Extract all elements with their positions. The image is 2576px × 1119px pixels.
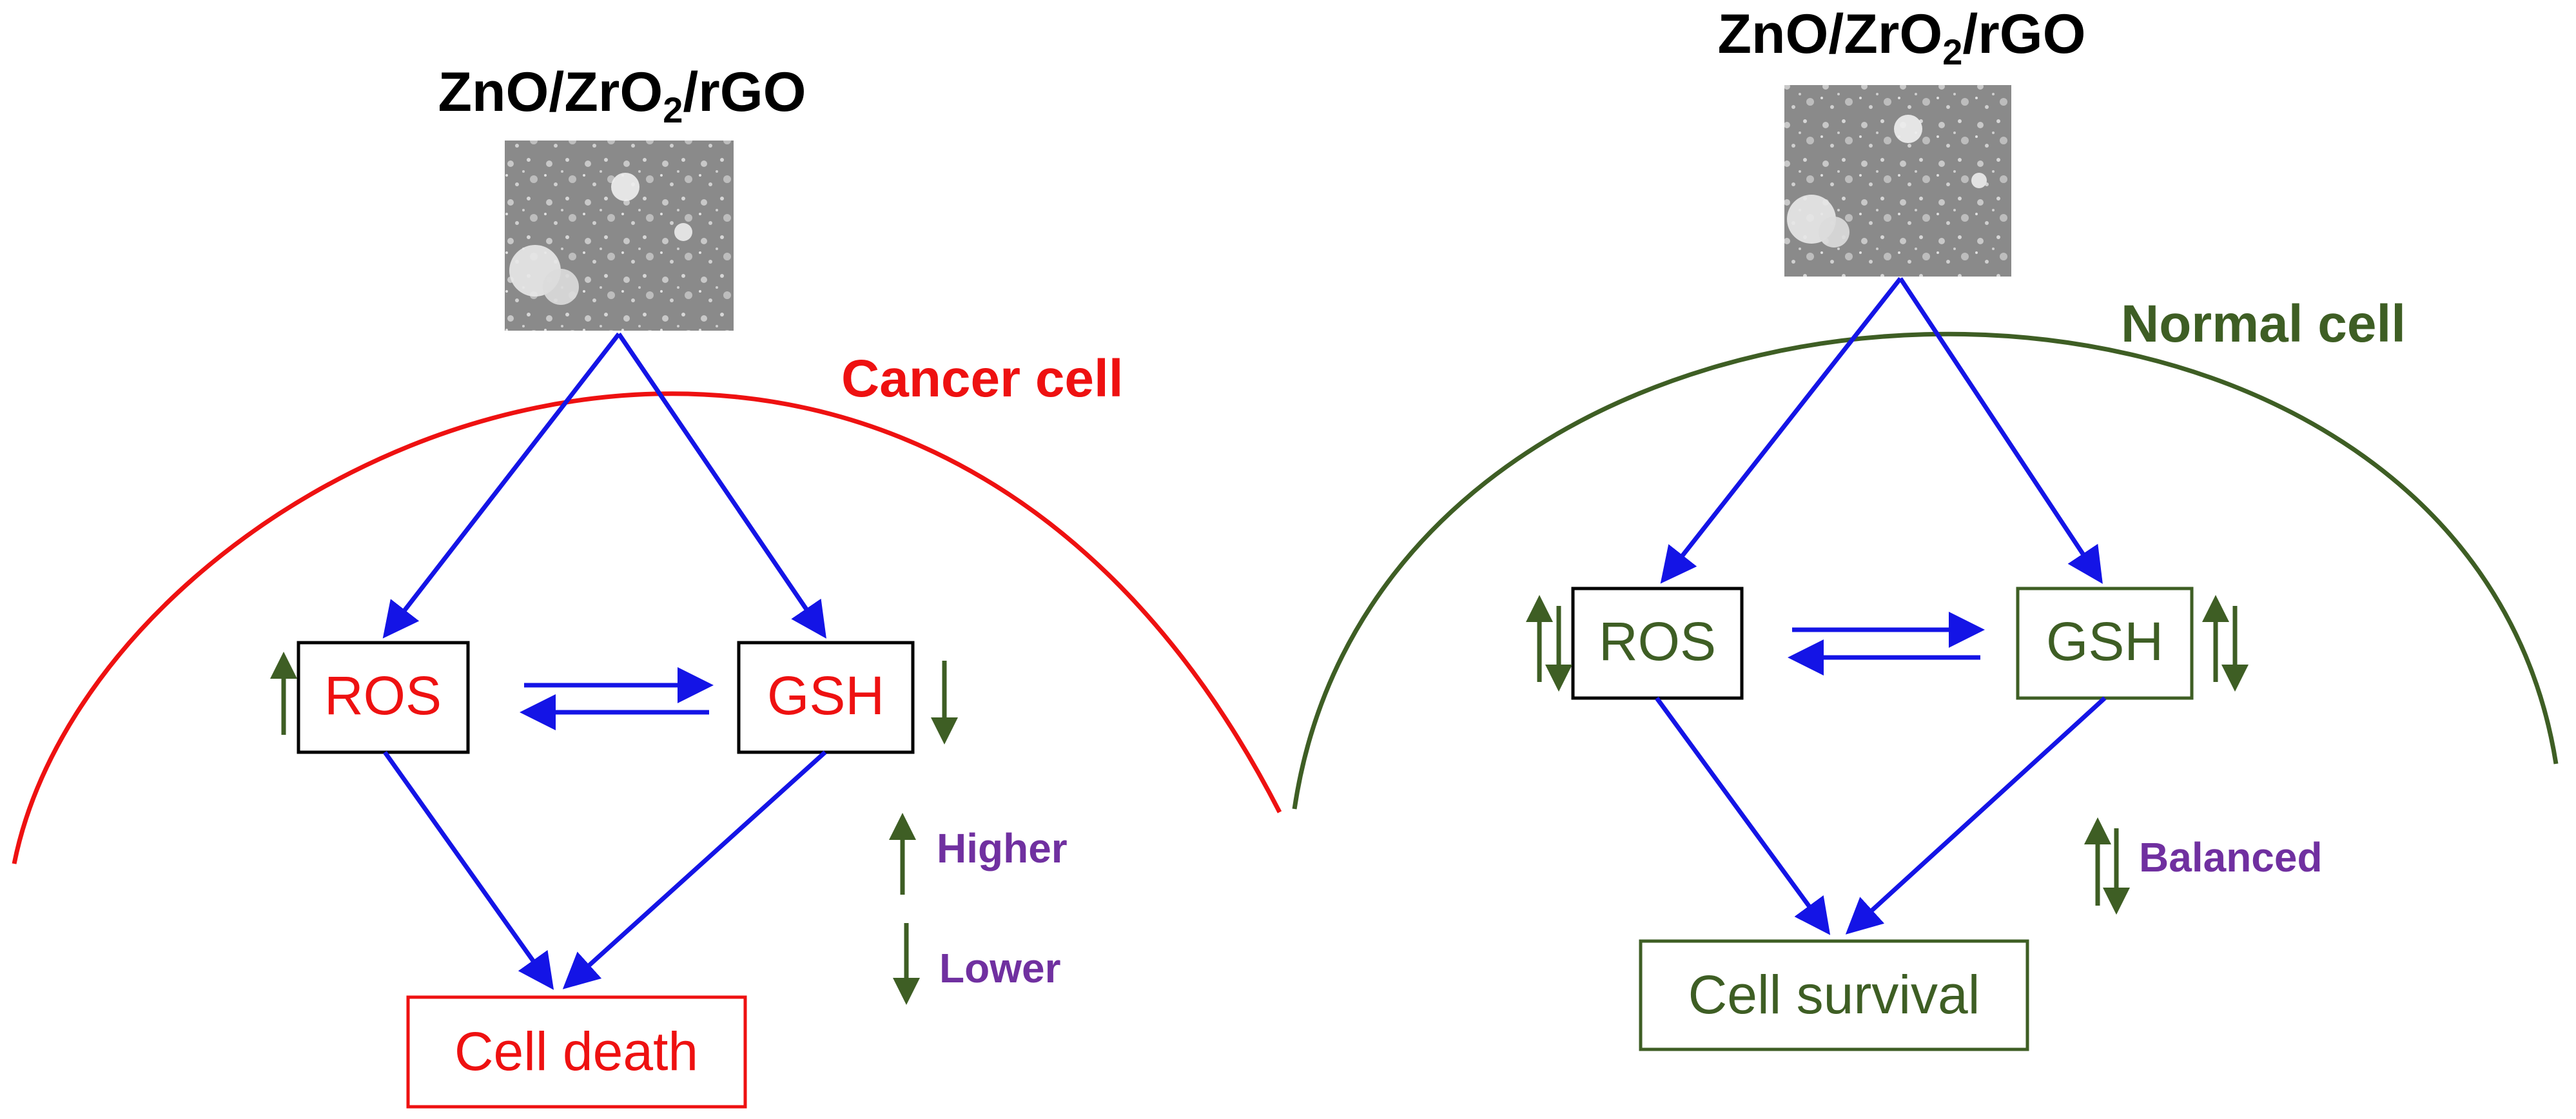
cell-survival-label: Cell survival [1688, 964, 1980, 1025]
legend: Higher Lower [889, 813, 1068, 1005]
gsh-box-right [2016, 587, 2194, 700]
cancer-cell-label: Cancer cell [841, 349, 1124, 408]
gsh-label-left: GSH [767, 665, 884, 726]
material-label-left: ZnO/ZrO2/rGO [438, 61, 806, 130]
ros-label-right: ROS [1599, 611, 1716, 672]
cell-survival-box [1639, 939, 2029, 1051]
ros-box-left [297, 641, 470, 754]
arrow-material-to-gsh-left [617, 333, 826, 639]
arrow-material-to-ros-left [382, 332, 621, 639]
legend-balanced: Balanced [2084, 817, 2323, 915]
normal-cell-panel: ZnO/ZrO2/rGO Normal cell ROS GSH [1292, 3, 2559, 1051]
cancer-cell-panel: ZnO/ZrO2/rGO Cancer cell ROS GSH Cell de… [12, 61, 1282, 1109]
up-down-arrows-icon [1526, 595, 1572, 692]
gsh-label-right: GSH [2046, 611, 2163, 672]
legend-lower-label: Lower [939, 945, 1060, 991]
cell-death-box [406, 995, 747, 1109]
cancer-cell-membrane [12, 391, 1282, 864]
arrow-ros-to-outcome-right [1655, 696, 1831, 935]
normal-cell-label: Normal cell [2121, 295, 2406, 353]
arrow-gsh-to-outcome-right [1845, 696, 2107, 935]
sem-image-right [1784, 85, 2011, 277]
sem-image-left [505, 141, 734, 331]
arrow-gsh-to-outcome-left [562, 750, 827, 989]
gsh-box-left [737, 641, 915, 754]
ros-label-left: ROS [324, 665, 442, 726]
normal-cell-membrane [1292, 331, 2559, 810]
cell-death-label: Cell death [454, 1021, 698, 1082]
material-label-right: ZnO/ZrO2/rGO [1717, 3, 2085, 72]
up-down-arrows-icon [2202, 595, 2249, 692]
arrow-ros-to-outcome-left [383, 750, 554, 990]
legend-higher-label: Higher [937, 825, 1068, 871]
arrow-material-to-gsh-right [1898, 277, 2103, 584]
ros-box-right [1571, 587, 1744, 700]
arrow-material-to-ros-right [1660, 277, 1902, 584]
legend-balanced-label: Balanced [2139, 834, 2323, 881]
